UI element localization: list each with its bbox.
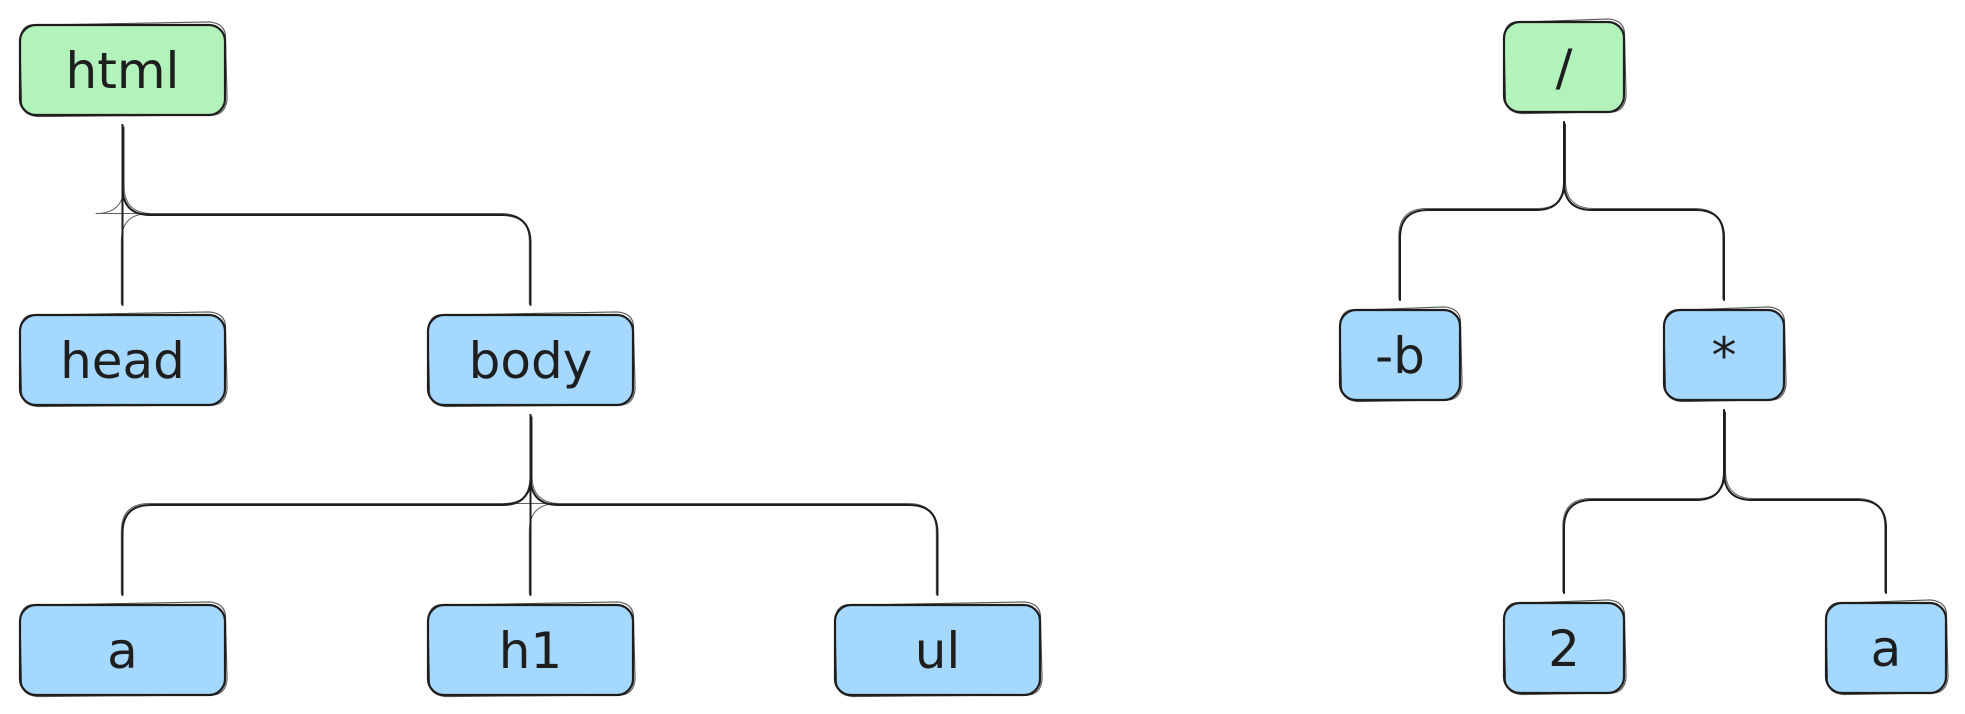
node-a-label: a xyxy=(107,622,138,680)
node-h1[interactable]: h1 xyxy=(426,601,636,698)
node-mul-label: * xyxy=(1712,327,1737,385)
node-h1-label: h1 xyxy=(499,622,563,680)
node-head-label: head xyxy=(60,332,185,390)
node-body-box xyxy=(426,313,635,407)
node-two-label: 2 xyxy=(1548,620,1580,678)
node-div[interactable]: / xyxy=(1502,18,1627,115)
node-mul[interactable]: * xyxy=(1662,306,1787,403)
edge-mul-to-expr-a xyxy=(1723,409,1887,594)
edge-mul-to-two xyxy=(1562,409,1726,594)
node-two[interactable]: 2 xyxy=(1502,599,1627,696)
node-two-box xyxy=(1502,601,1626,695)
node-html[interactable]: html xyxy=(18,21,228,118)
node-body-label: body xyxy=(469,332,593,390)
node-a[interactable]: a xyxy=(18,601,228,698)
edge-body-to-ul xyxy=(529,414,939,596)
nodes-layer: html head body a h1 ul / -b * 2 a xyxy=(18,18,1949,698)
node-html-box xyxy=(18,23,227,117)
edge-body-to-a xyxy=(120,414,533,596)
node-html-label: html xyxy=(66,42,180,100)
node-ul[interactable]: ul xyxy=(833,601,1043,698)
node-ul-box xyxy=(833,603,1042,697)
node-div-box xyxy=(1502,20,1626,114)
node-expr-a-label: a xyxy=(1871,620,1902,678)
node-div-label: / xyxy=(1556,39,1573,97)
node-h1-box xyxy=(426,603,635,697)
node-head[interactable]: head xyxy=(18,311,228,408)
node-head-box xyxy=(18,313,227,407)
node-ul-label: ul xyxy=(915,622,961,680)
node-expr-a-box xyxy=(1824,601,1948,695)
node-expr-a[interactable]: a xyxy=(1824,599,1949,696)
node-neg-b-label: -b xyxy=(1375,327,1425,385)
node-a-box xyxy=(18,603,227,697)
edge-html-to-body xyxy=(121,124,532,306)
node-neg-b[interactable]: -b xyxy=(1338,306,1463,403)
edge-div-to-mul xyxy=(1563,121,1725,301)
edges-layer xyxy=(95,121,1887,596)
node-body[interactable]: body xyxy=(426,311,636,408)
node-neg-b-box xyxy=(1338,308,1462,402)
node-mul-box xyxy=(1662,308,1786,402)
edge-div-to-neg-b xyxy=(1398,121,1566,301)
